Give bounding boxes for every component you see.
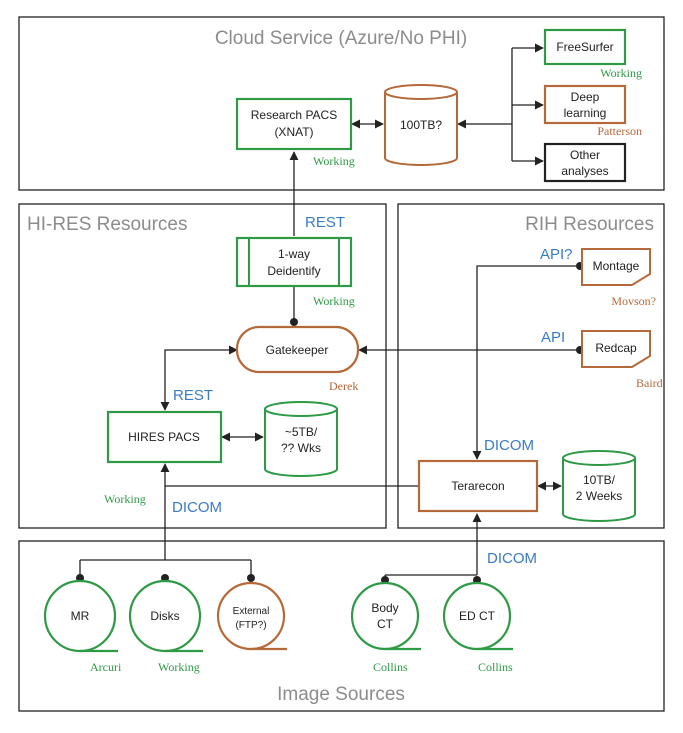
deidentify-label-2: Deidentify [267,264,320,278]
sources-region-title: Image Sources [277,684,405,705]
hires-pacs-box [106,410,223,464]
storage-5tb-label-2: ?? Wks [281,441,321,455]
redcap-owner: Baird [636,376,663,390]
storage-5tb-label-1: ~5TB/ [285,425,318,439]
storage-10tb-label-1: 10TB/ [583,473,616,487]
freesurfer-owner: Working [600,66,642,80]
rih-region-title: RIH Resources [525,214,654,235]
freesurfer-box [543,28,627,66]
dot-gatekeeper-top [290,318,298,326]
cloud-region-title: Cloud Service (Azure/No PHI) [215,28,467,49]
hires-pacs-owner: Working [104,492,146,506]
protocol-dicom-hires: DICOM [172,499,222,516]
protocol-api-redcap: API [541,329,565,346]
gatekeeper-owner: Derek [329,379,358,393]
redcap-label: Redcap [595,341,637,355]
storage-100tb-cylinder [384,84,458,166]
mr-source [43,579,118,653]
storage-10tb-label-2: 2 Weeks [576,489,622,503]
disks-owner: Working [158,660,200,674]
deep-learning-label-1: Deep [571,90,600,104]
deep-learning-label-2: learning [564,106,607,120]
research-pacs-label-2: (XNAT) [274,125,313,139]
ed-ct-label: ED CT [459,609,496,623]
edge-gatekeeper-hires-pacs [160,345,238,411]
edge-montage-terarecon [472,265,580,460]
protocol-api-montage: API? [540,246,573,263]
deep-learning-box [543,84,627,125]
montage-box [581,248,651,286]
storage-10tb-cylinder [562,450,636,522]
deidentify-label-1: 1-way [278,247,310,261]
deep-learning-owner: Patterson [597,124,642,138]
deidentify-owner: Working [313,294,355,308]
mr-owner: Arcuri [90,660,122,674]
research-pacs-box [235,97,353,151]
gatekeeper-box [235,325,360,374]
terarecon-label: Terarecon [451,479,504,493]
sources-region [18,540,665,712]
external-source [216,581,287,651]
protocol-rest-top: REST [305,214,345,231]
protocol-rest-left: REST [173,387,213,404]
hires-region-title: HI-RES Resources [27,214,188,235]
deidentify-box [235,236,353,288]
disks-source [128,579,203,653]
cloud-region [18,16,665,191]
body-ct-owner: Collins [373,660,408,674]
body-ct-label-1: Body [371,601,398,615]
ed-ct-owner: Collins [478,660,513,674]
mr-label: MR [71,609,90,623]
montage-label: Montage [593,259,640,273]
terarecon-box [417,459,539,513]
other-analyses-box [543,142,627,183]
body-ct-label-2: CT [377,617,394,631]
rih-region [397,203,665,529]
gatekeeper-label: Gatekeeper [266,343,329,357]
protocol-dicom-terarecon: DICOM [484,437,534,454]
protocol-dicom-sources: DICOM [487,550,537,567]
other-analyses-label-2: analyses [561,164,608,178]
storage-100tb-label: 100TB? [400,118,442,132]
dot-external [247,574,255,582]
connectors [79,43,580,580]
ed-ct-source [442,581,513,651]
hires-region [18,203,387,529]
research-pacs-owner: Working [313,154,355,168]
external-label-1: External [233,606,270,617]
external-label-2: (FTP?) [235,620,266,631]
other-analyses-label-1: Other [570,148,600,162]
research-pacs-label-1: Research PACS [251,108,337,122]
redcap-box [581,330,651,368]
storage-5tb-cylinder [264,401,338,477]
disks-label: Disks [150,609,179,623]
body-ct-source [350,581,421,651]
hires-pacs-label: HIRES PACS [128,430,200,444]
montage-owner: Movson? [611,294,656,308]
freesurfer-label: FreeSurfer [556,40,613,54]
